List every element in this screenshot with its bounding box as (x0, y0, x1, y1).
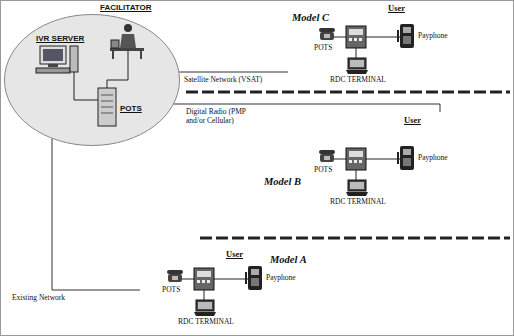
equipment-label: POTS (120, 104, 142, 113)
zone-separator (186, 91, 510, 94)
equipment-label: POTS (162, 286, 180, 295)
link-label: Existing Network (12, 294, 65, 303)
server-computer-icon (36, 46, 78, 73)
model-label: Model C (292, 12, 329, 24)
network-link (174, 104, 440, 112)
user-site: UserModel B POTS PayphoneRDC TERMINAL (262, 112, 488, 212)
user-heading: User (226, 250, 243, 260)
user-site: User Model A POTS PayphoneRDC TERMINAL (140, 246, 316, 332)
user-equipment-icons (319, 146, 414, 196)
user-equipment-icons (319, 24, 414, 74)
user-site: UserModel C POTS PayphoneRDC TERMINAL (288, 2, 484, 90)
equipment-label: POTS (314, 166, 332, 175)
network-link (52, 139, 140, 290)
user-equipment-icons (167, 266, 262, 316)
hub-ellipse (4, 14, 180, 146)
user-heading: User (388, 4, 405, 14)
equipment-label: Payphone (418, 154, 448, 163)
equipment-label: POTS (314, 44, 332, 53)
zone-separator (200, 237, 510, 240)
pots-exchange-icon (98, 88, 116, 126)
equipment-label: RDC TERMINAL (330, 76, 386, 85)
model-label: Model B (264, 176, 301, 188)
user-heading: User (404, 116, 421, 126)
link-label: Satellite Network (VSAT) (184, 76, 262, 85)
hub-region: IVR SERVERFACILITATORPOTS (4, 14, 180, 146)
hub-wire (107, 51, 128, 88)
equipment-label: RDC TERMINAL (178, 318, 234, 327)
facilitator-icon (110, 24, 144, 59)
hub-wire (74, 72, 98, 100)
equipment-label: Payphone (418, 32, 448, 41)
link-label: Digital Radio (PMP and/or Cellular) (186, 108, 264, 125)
model-label: Model A (270, 254, 307, 266)
network-link (179, 72, 288, 73)
equipment-label: Payphone (266, 274, 296, 283)
equipment-label: RDC TERMINAL (330, 198, 386, 207)
hub-ellipse-outline (5, 15, 180, 146)
equipment-label: IVR SERVER (36, 34, 84, 43)
equipment-label: FACILITATOR (100, 3, 152, 12)
